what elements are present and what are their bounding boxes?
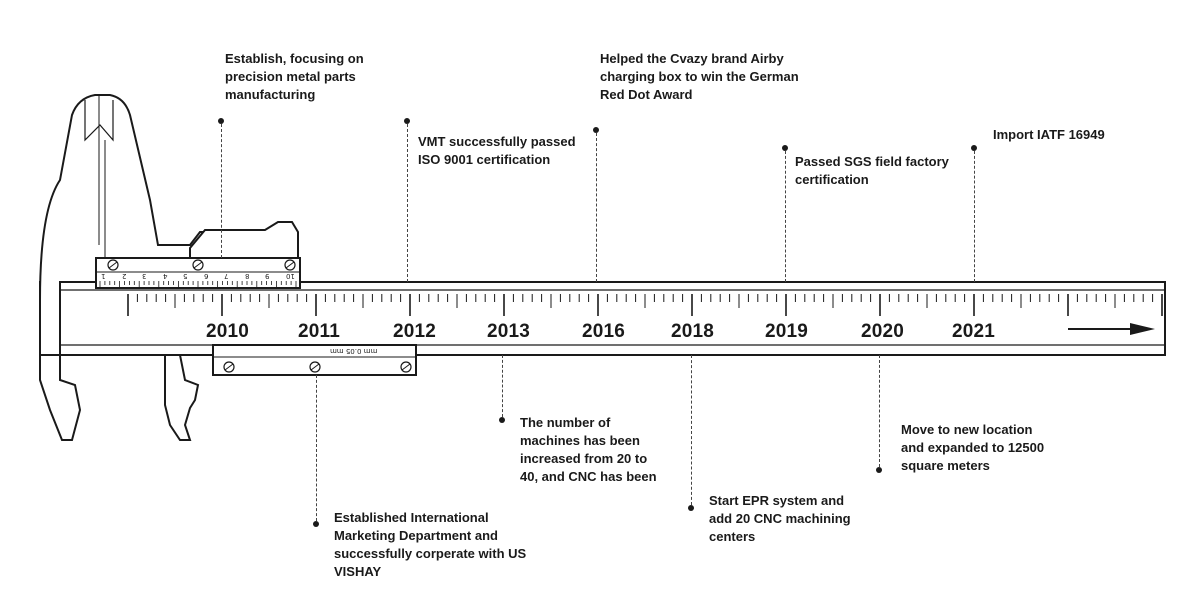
event-marker <box>218 118 224 124</box>
year-label: 2018 <box>671 321 715 342</box>
vernier-upper-ticks <box>99 281 297 288</box>
year-label: 2012 <box>393 321 437 342</box>
event-note-2010: Establish, focusing on precision metal p… <box>225 51 364 102</box>
event-note-2019: Passed SGS field factory certification <box>795 154 949 187</box>
vernier-digit: 5 <box>183 272 188 280</box>
event-marker <box>782 145 788 151</box>
caliper-thumb-knob <box>189 221 299 261</box>
event-leader-line <box>691 355 692 505</box>
event-leader-line <box>596 133 597 282</box>
screw-slot <box>285 261 295 269</box>
event-leader-line <box>221 124 222 258</box>
event-marker <box>593 127 599 133</box>
screw-slot <box>401 363 411 371</box>
year-label: 2010 <box>206 321 250 342</box>
year-label: 2013 <box>487 321 531 342</box>
event-note-2016: Helped the Cvazy brand Airby charging bo… <box>600 51 799 102</box>
event-note-2012: VMT successfully passed ISO 9001 certifi… <box>418 134 576 167</box>
screw-slot <box>108 261 118 269</box>
year-label: 2011 <box>298 321 341 342</box>
vernier-digit: 10 <box>285 272 295 280</box>
event-marker <box>313 521 319 527</box>
caliper-beam <box>39 281 1166 356</box>
event-leader-line <box>316 375 317 521</box>
vernier-digit: 8 <box>244 272 249 280</box>
event-marker <box>876 467 882 473</box>
vernier-digit: 2 <box>121 272 126 280</box>
year-label: 2021 <box>952 321 996 342</box>
vernier-digit: 3 <box>142 272 147 280</box>
vernier-digit: 9 <box>265 272 270 280</box>
event-marker <box>971 145 977 151</box>
event-note-2018: Start EPR system and add 20 CNC machinin… <box>709 493 851 544</box>
event-leader-line <box>785 151 786 282</box>
caliper-lower-jaw <box>39 354 82 441</box>
year-label: 2019 <box>765 321 809 342</box>
vernier-digit: 7 <box>224 272 229 280</box>
event-note-2021: Import IATF 16949 <box>993 127 1105 142</box>
vernier-digit: 6 <box>203 272 208 280</box>
vernier-digit: 4 <box>162 272 167 280</box>
main-scale-ticks <box>127 294 1163 316</box>
screw-slot <box>310 363 320 371</box>
vernier-lower-label: mm 0.05 mm <box>330 347 378 355</box>
right-arrow-head <box>1130 323 1155 335</box>
caliper-sliding-jaw <box>164 354 200 441</box>
event-marker <box>404 118 410 124</box>
screw-slot <box>193 261 203 269</box>
jaw-knife-edge <box>84 100 114 142</box>
event-leader-line <box>407 124 408 282</box>
event-note-2013: The number of machines has been increase… <box>520 415 657 484</box>
event-leader-line <box>974 151 975 282</box>
vernier-plate-lower <box>212 344 417 376</box>
vernier-digit: 1 <box>101 272 106 280</box>
event-leader-line <box>502 355 503 417</box>
event-note-2020: Move to new location and expanded to 125… <box>901 422 1045 473</box>
event-leader-line <box>879 355 880 467</box>
screw-slot <box>224 363 234 371</box>
year-label: 2016 <box>582 321 626 342</box>
year-label: 2020 <box>861 321 905 342</box>
event-note-2011: Established International Marketing Depa… <box>334 510 527 579</box>
event-marker <box>499 417 505 423</box>
event-marker <box>688 505 694 511</box>
